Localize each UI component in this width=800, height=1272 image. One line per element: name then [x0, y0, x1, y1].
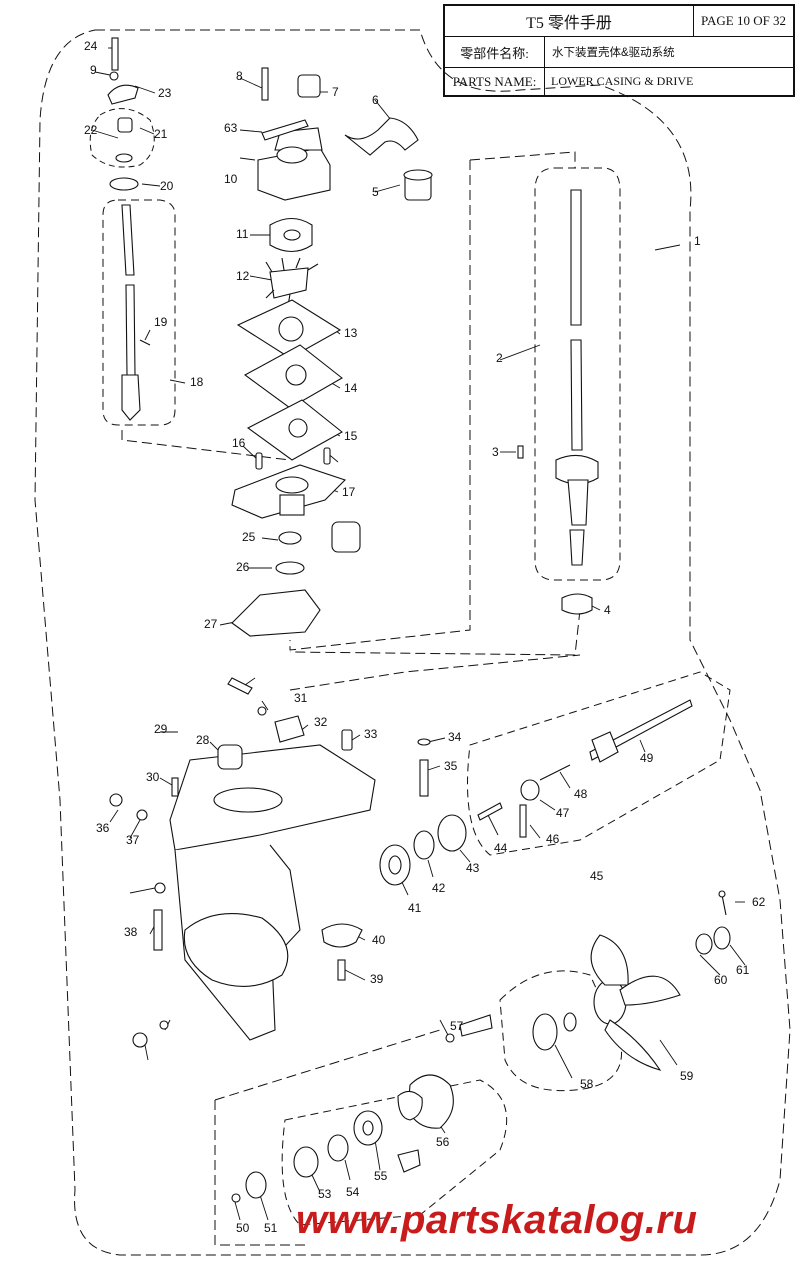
- propshaft-group-outline: [467, 671, 731, 856]
- callout-17: 17: [342, 485, 356, 499]
- callout-14: 14: [344, 381, 358, 395]
- drive-shaft-group-outline: [534, 167, 621, 581]
- callout-18: 18: [190, 375, 204, 389]
- callout-15: 15: [344, 429, 358, 443]
- callout-33: 33: [364, 727, 378, 741]
- callout-62: 62: [752, 895, 766, 909]
- header-cn-text: 水下装置壳体&驱动系统: [552, 45, 675, 59]
- callout-24: 24: [84, 39, 98, 53]
- callout-10: 10: [224, 172, 238, 186]
- callout-5: 5: [372, 185, 379, 199]
- callout-27: 27: [204, 617, 218, 631]
- callout-29: 29: [154, 722, 168, 736]
- callout-16: 16: [232, 436, 246, 450]
- callout-35: 35: [444, 759, 458, 773]
- drive-shaft: [517, 189, 599, 615]
- callout-31: 31: [294, 691, 308, 705]
- propeller: [532, 890, 731, 1071]
- parts-name-en-label: PARTS NAME:: [445, 68, 545, 95]
- callout-50: 50: [236, 1221, 250, 1235]
- callout-9: 9: [90, 63, 97, 77]
- water-pump-housing: [257, 67, 433, 201]
- callout-3: 3: [492, 445, 499, 459]
- callout-56: 56: [436, 1135, 450, 1149]
- callout-60: 60: [714, 973, 728, 987]
- callout-42: 42: [432, 881, 446, 895]
- callout-28: 28: [196, 733, 210, 747]
- callout-25: 25: [242, 530, 256, 544]
- gearcase-housing: [109, 677, 431, 1048]
- pump-plates: [236, 299, 343, 461]
- callout-36: 36: [96, 821, 110, 835]
- callout-59: 59: [680, 1069, 694, 1083]
- callout-45: 45: [590, 869, 604, 883]
- callout-38: 38: [124, 925, 138, 939]
- bearing-housing: [231, 1014, 493, 1203]
- callout-labels: 1234567891011121314151617181920212223242…: [84, 39, 766, 1235]
- callout-26: 26: [236, 560, 250, 574]
- callout-19: 19: [154, 315, 168, 329]
- callout-13: 13: [344, 326, 358, 340]
- callout-40: 40: [372, 933, 386, 947]
- callout-7: 7: [332, 85, 339, 99]
- impeller-and-cup: [265, 217, 319, 307]
- outer-casing-outline: [34, 29, 791, 1256]
- callout-49: 49: [640, 751, 654, 765]
- callout-12: 12: [236, 269, 250, 283]
- callout-21: 21: [154, 127, 168, 141]
- page-number: PAGE 10 OF 32: [693, 6, 793, 36]
- title-block: T5 零件手册 PAGE 10 OF 32 零部件名称: PARTS NAME:…: [443, 4, 795, 97]
- callout-48: 48: [574, 787, 588, 801]
- callout-58: 58: [580, 1077, 594, 1091]
- callout-20: 20: [160, 179, 174, 193]
- callout-6: 6: [372, 93, 379, 107]
- parts-name-cn-value: 水下装置壳体&驱动系统: [552, 45, 675, 59]
- callout-57: 57: [450, 1019, 464, 1033]
- shift-rod-group-outline: [102, 199, 176, 426]
- parts-artwork: [107, 37, 731, 1203]
- callout-39: 39: [370, 972, 384, 986]
- callout-54: 54: [346, 1185, 360, 1199]
- callout-22: 22: [84, 123, 98, 137]
- shift-rod: [107, 37, 151, 421]
- callout-53: 53: [318, 1187, 332, 1201]
- callout-51: 51: [264, 1221, 278, 1235]
- callout-32: 32: [314, 715, 328, 729]
- callout-1: 1: [694, 234, 701, 248]
- callout-4: 4: [604, 603, 611, 617]
- callout-23: 23: [158, 86, 172, 100]
- callout-41: 41: [408, 901, 422, 915]
- propshaft-and-gears: [379, 699, 693, 886]
- leader-lines: [91, 47, 746, 1221]
- parts-name-cn-row: 零部件名称:: [445, 37, 793, 68]
- manual-title: T5 零件手册: [526, 15, 612, 32]
- callout-11: 11: [236, 227, 249, 241]
- callout-43: 43: [466, 861, 480, 875]
- parts-name-en-value: LOWER CASING & DRIVE: [551, 74, 694, 88]
- callout-34: 34: [448, 730, 462, 744]
- callout-61: 61: [736, 963, 750, 977]
- callout-30: 30: [146, 770, 160, 784]
- part-21-group-outline: [89, 108, 155, 168]
- callout-47: 47: [556, 806, 570, 820]
- parts-name-en-row: PARTS NAME: LOWER CASING & DRIVE: [445, 68, 793, 95]
- callout-2: 2: [496, 351, 503, 365]
- callout-37: 37: [126, 833, 140, 847]
- parts-name-cn-label: 零部件名称:: [445, 37, 545, 67]
- title-row: T5 零件手册 PAGE 10 OF 32: [445, 6, 793, 37]
- callout-46: 46: [546, 832, 560, 846]
- callout-63: 63: [224, 121, 238, 135]
- callout-55: 55: [374, 1169, 388, 1183]
- bearing-housing-group-outline: [281, 1079, 508, 1226]
- callout-8: 8: [236, 69, 243, 83]
- pump-base-plate: [231, 447, 361, 637]
- callout-44: 44: [494, 841, 508, 855]
- watermark: www.partskatalog.ru: [296, 1198, 698, 1242]
